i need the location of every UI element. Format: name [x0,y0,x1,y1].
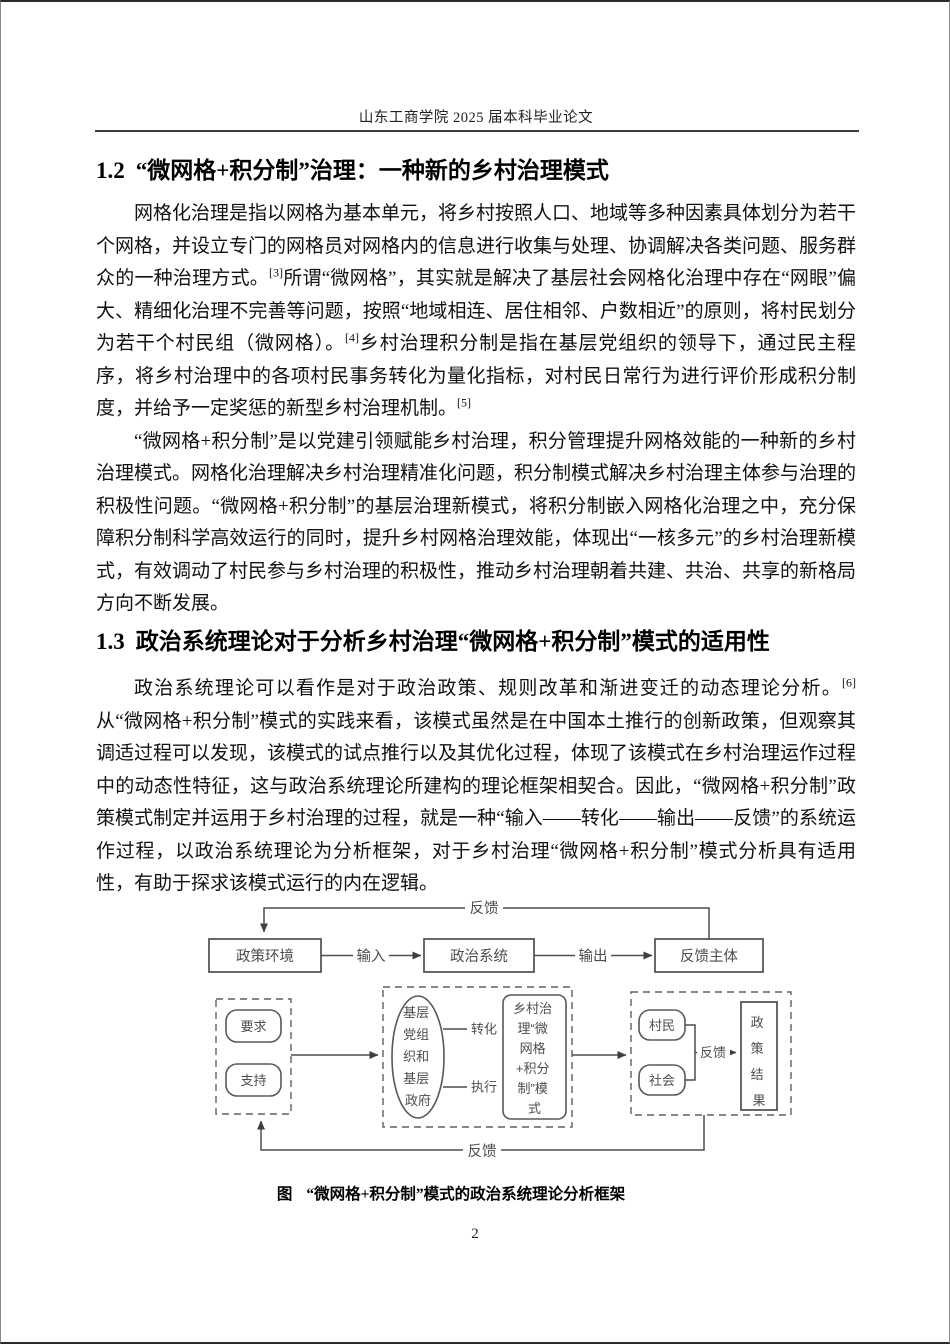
section-number: 1.3 [96,629,125,654]
edge-output-label: 输出 [579,948,608,965]
citation-ref-4: [4] [344,330,359,345]
edge-input-label-bg [353,947,389,964]
node-demand [225,1009,282,1043]
figure-caption: 图 “微网格+积分制”模式的政治系统理论分析框架 [96,1182,806,1204]
paragraph-2: “微网格+积分制”是以党建引领赋能乡村治理，积分管理提升网格效能的一种新的乡村治… [96,426,856,621]
citation-ref-6: [6] [842,675,856,690]
edge-execute-label: 执行 [471,1080,497,1095]
paragraph-1: 网格化治理是指以网格为基本单元，将乡村按照人口、地域等多种因素具体划分为若干个网… [96,198,856,426]
subjects-join-line [685,1024,696,1081]
paragraph-3-text: 政治系统理论可以看作是对于政治政策、规则改革和渐进变迁的动态理论分析。 [134,678,842,699]
edge-feedback-mid-label: 反馈 [700,1045,726,1060]
node-political-system-label: 政治系统 [450,948,508,965]
figure-caption-text: “微网格+积分制”模式的政治系统理论分析框架 [306,1186,626,1203]
node-support-label: 支持 [240,1073,266,1088]
section-title: 政治系统理论对于分析乡村治理“微网格+积分制”模式的适用性 [135,629,770,654]
node-political-system [423,938,535,973]
feedback-top-label-bg [465,899,503,916]
node-feedback-subject-label: 反馈主体 [680,948,738,965]
body-text-block: 网格化治理是指以网格为基本单元，将乡村按照人口、地域等多种因素具体划分为若干个网… [96,198,856,621]
section-title: “微网格+积分制”治理：一种新的乡村治理模式 [135,158,609,183]
section-heading-1-2: 1.2 “微网格+积分制”治理：一种新的乡村治理模式 [96,151,609,185]
paragraph-2-text: “微网格+积分制”是以党建引领赋能乡村治理，积分管理提升网格效能的一种新的乡村治… [96,430,857,615]
node-policy-environment [208,938,322,973]
group-inputs [215,998,292,1115]
paragraph-1-text: 网格化治理是指以网格为基本单元，将乡村按照人口、地域等多种因素具体划分为若干个网… [96,203,857,289]
edge-input-label: 输入 [357,948,386,965]
node-policy-result-label: 政 策 结 果 [751,1015,768,1108]
paragraph-1-text: 所谓“微网格”，其实就是解决了基层社会网格化治理中存在“网眼”偏大、精细化治理不… [96,268,856,354]
page-number: 2 [471,1226,479,1242]
paragraph-3: 政治系统理论可以看作是对于政治政策、规则改革和渐进变迁的动态理论分析。[6] 从“… [96,673,856,901]
node-policy-environment-label: 政策环境 [236,947,294,965]
section-heading-1-3: 1.3 政治系统理论对于分析乡村治理“微网格+积分制”模式的适用性 [96,622,770,656]
feedback-bottom-label-bg [463,1142,501,1159]
node-micro-grid-mode [502,994,567,1120]
section-number: 1.2 [96,158,125,183]
node-society-label: 社会 [649,1073,675,1088]
body-text-block: 政治系统理论可以看作是对于政治政策、规则改革和渐进变迁的动态理论分析。[6] 从“… [96,673,856,901]
edge-feedback-mid-label-bg [697,1044,730,1061]
figure-caption-prefix: 图 [276,1186,293,1203]
political-system-diagram: 反馈 政策环境 政治系统 反馈主体 输入 输出 要求 支持 基层 党组 织和 基… [208,899,792,1160]
running-header: 山东工商学院 2025 届本科毕业论文 [358,110,594,126]
group-political-system [382,986,573,1128]
edge-transform-label: 转化 [471,1022,497,1037]
citation-ref-3: [3] [269,265,284,280]
node-grassroots-org-label: 基层 党组 织和 基层 政府 [403,1005,433,1108]
node-demand-label: 要求 [240,1019,266,1034]
node-policy-result [740,1001,778,1111]
group-feedback-subjects [630,991,792,1116]
feedback-bottom-label: 反馈 [468,1143,497,1160]
header-rule [95,130,859,132]
edge-execute-label-bg [467,1079,501,1095]
feedback-top-label: 反馈 [470,900,499,917]
edge-transform-label-bg [467,1021,501,1037]
paragraph-3-text: 从“微网格+积分制”模式的实践来看，该模式虽然是在中国本土推行的创新政策，但观察… [96,710,857,895]
paragraph-1-text: 乡村治理积分制是指在基层党组织的领导下，通过民主程序，将乡村治理中的各项村民事务… [96,333,856,419]
node-grassroots-org [391,995,445,1119]
node-support [225,1063,282,1097]
citation-ref-5: [5] [457,395,472,410]
node-feedback-subject [654,938,764,973]
edge-output-label-bg [575,947,611,964]
node-villager-label: 村民 [649,1018,675,1033]
node-micro-grid-mode-label: 乡村治 理“微 网格 +积分 制”模 式 [513,1001,556,1116]
